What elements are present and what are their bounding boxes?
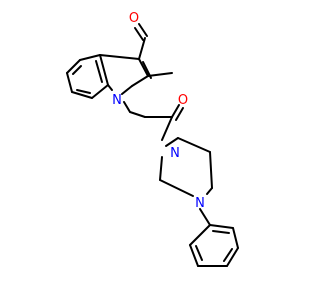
bond [206,187,213,195]
atom-label-aldehyde-oxygen: O [129,11,139,26]
bond-c-n [161,116,173,141]
bond [99,54,109,86]
aldehyde-group [134,23,148,60]
phenyl-ring [189,224,239,267]
bond-ch2-c [129,111,146,118]
indole-benzene-ring [66,54,109,99]
bond-methyl [147,72,173,77]
acetyl-linker [123,101,184,141]
bond-aldehyde-c-o-double [134,27,144,41]
bond-double-inner [212,230,230,234]
bond [66,72,73,93]
bond-double-inner [95,60,103,83]
bond-aldehyde-c3 [138,37,146,60]
bond [107,84,113,91]
bond [121,85,133,95]
bond [131,75,149,87]
bond [189,224,211,246]
piperazine-ring [159,137,213,197]
bond [79,54,101,61]
bond [159,156,163,181]
bond-n-phenyl [199,208,211,226]
bond-n-ch2 [123,101,131,113]
bond [232,227,239,249]
atom-label-indole-nitrogen: N [112,93,122,108]
bond [71,91,93,99]
bond [165,137,179,147]
bond-aldehyde-c-o [138,23,148,37]
bond-c-o-double [175,107,184,121]
bond-double-inner [223,248,233,262]
bond [189,244,199,267]
bond-double-inner [76,89,91,94]
bond [226,247,239,267]
bond-double-inner [72,65,82,75]
structure-canvas: O N O N N [66,11,239,267]
indole-pyrrole-ring [99,54,152,95]
bond [209,224,234,229]
atom-label-piperazine-nitrogen-4: N [195,196,205,211]
molecule-structure: O N O N N [66,11,239,267]
bond [177,137,211,153]
bond [138,58,149,77]
bond-double-inner [195,245,203,261]
atom-label-ketone-oxygen: O [178,93,188,108]
bond [66,59,81,74]
atom-label-piperazine-nitrogen-1: N [170,146,180,161]
bond [209,151,213,189]
bond [91,84,109,99]
bond [159,179,194,197]
bond-c-o [171,104,180,118]
bond [99,54,140,60]
